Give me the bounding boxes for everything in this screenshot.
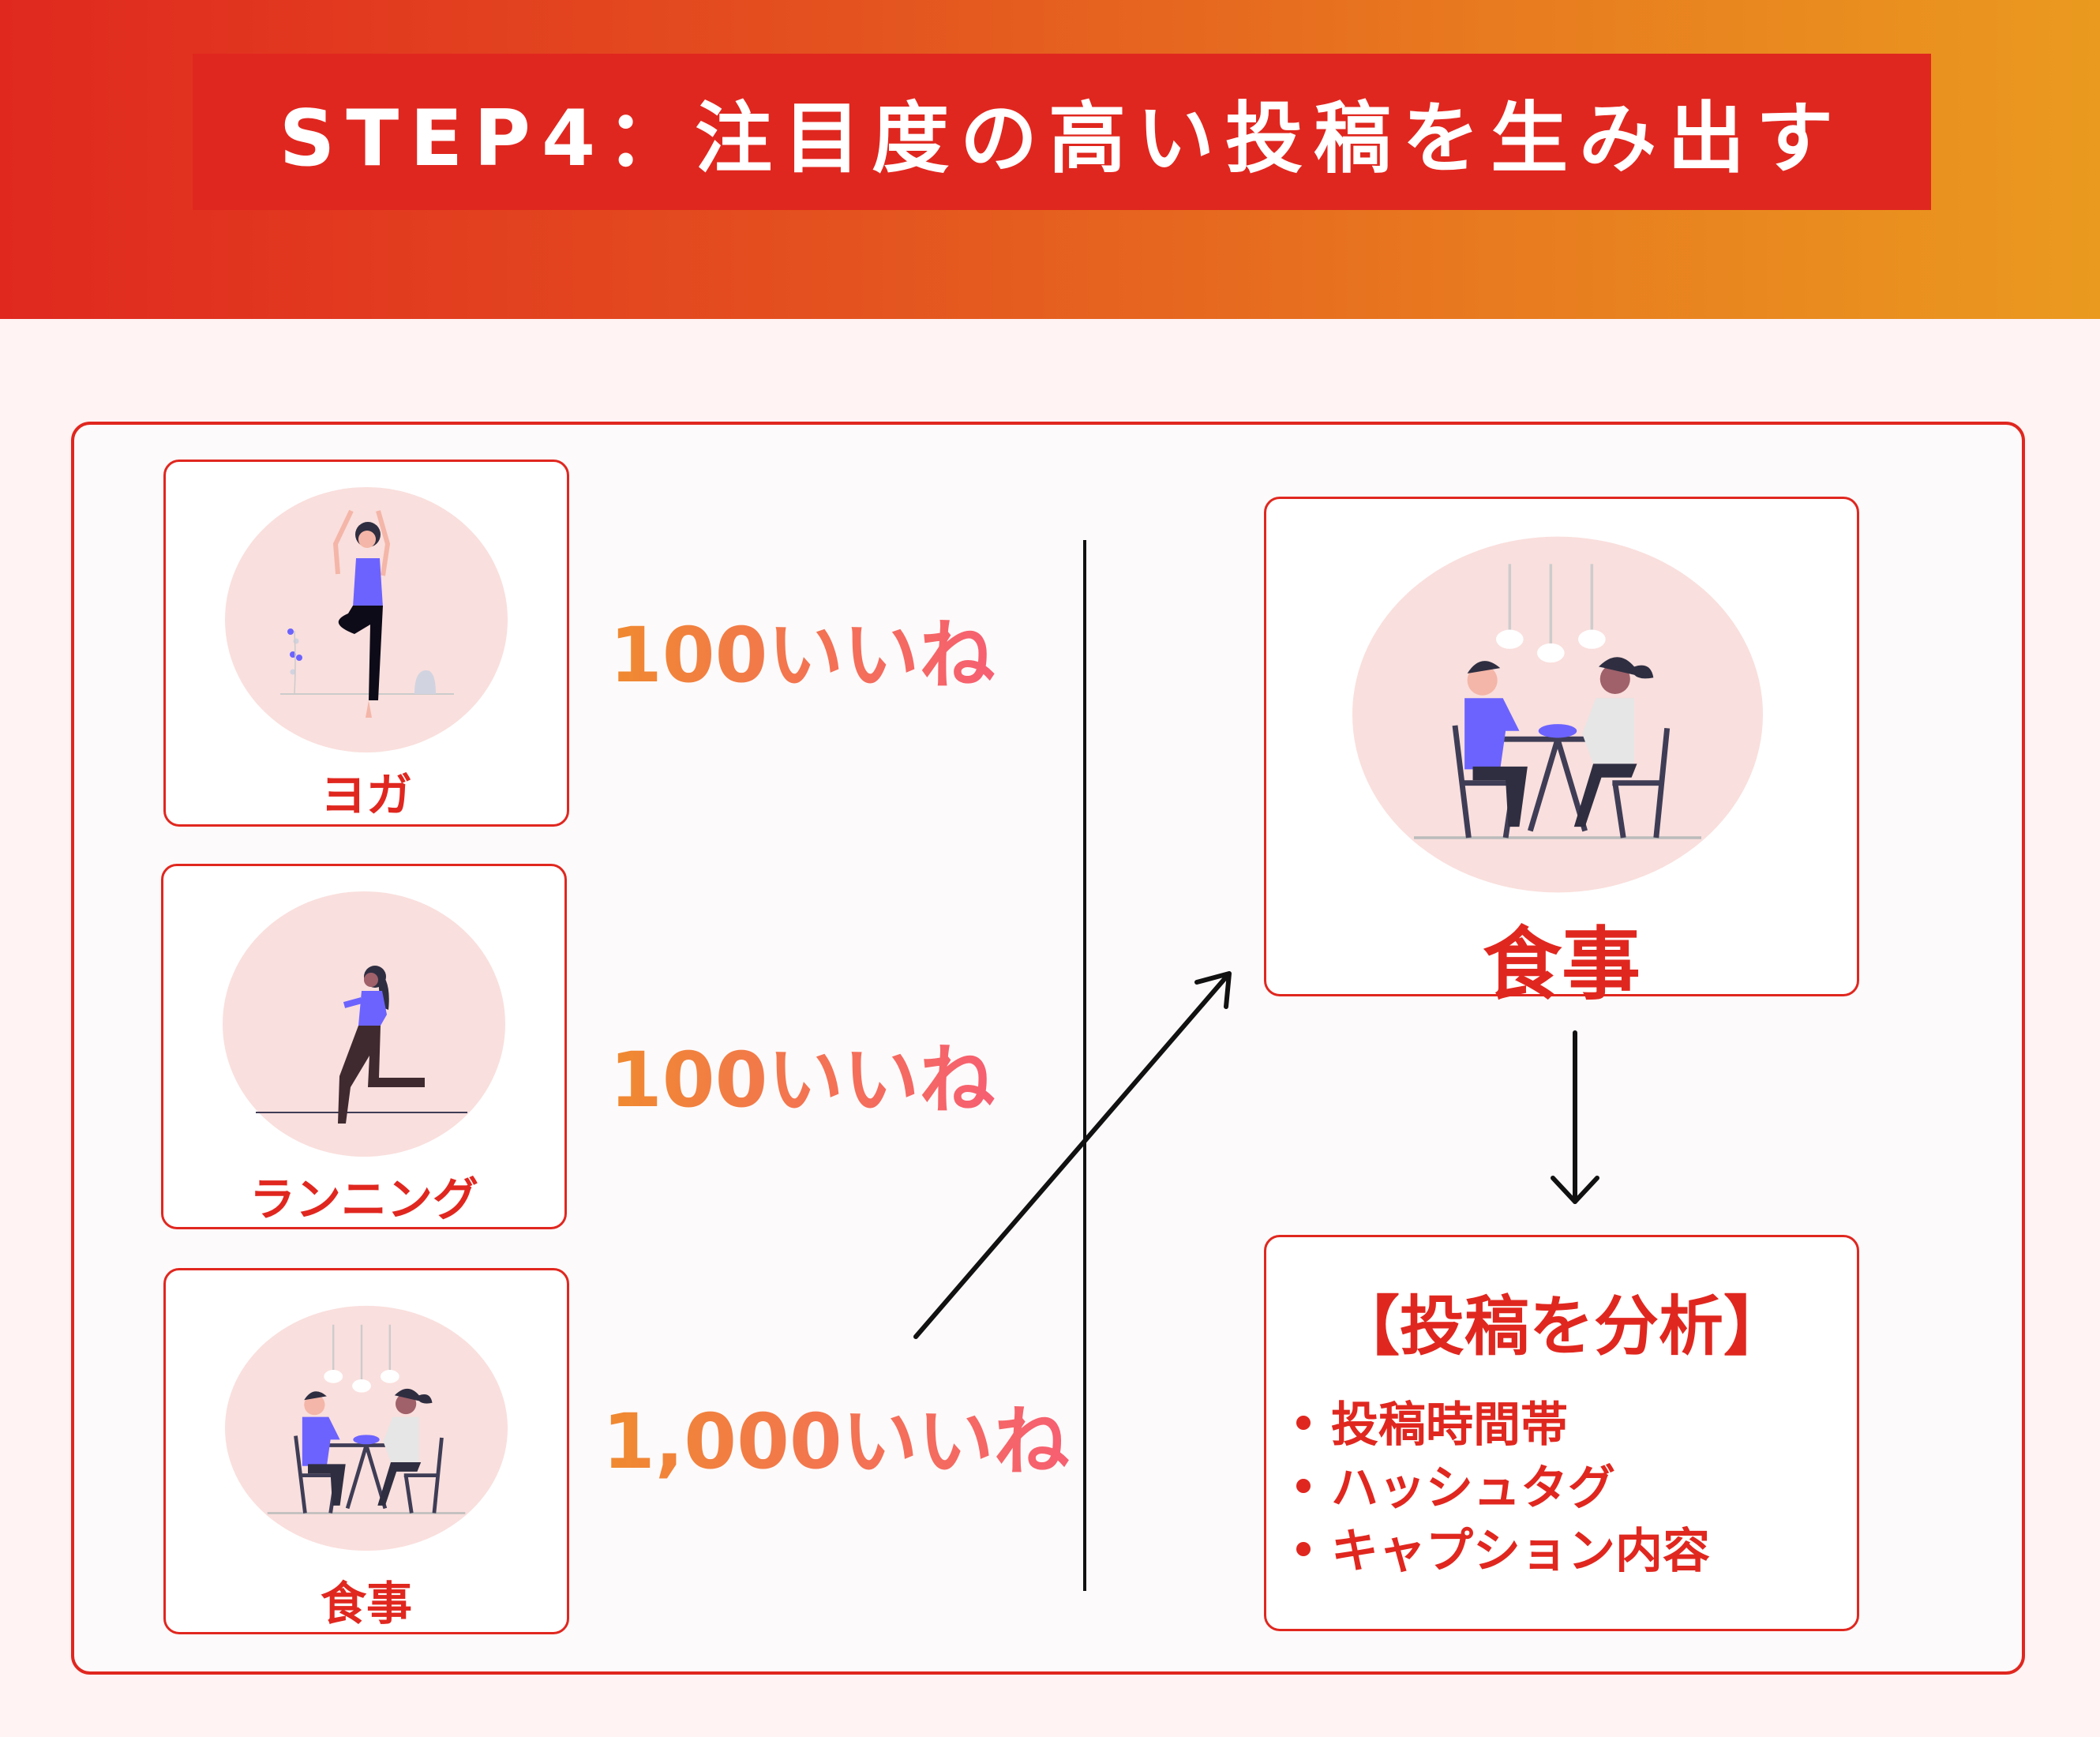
likes-count: 100いいね: [609, 1019, 995, 1128]
page-title: STEP4：注目度の高い投稿を生み出す: [279, 94, 1845, 184]
running-illustration: [223, 891, 505, 1157]
analysis-card: 【投稿を分析】 投稿時間帯 ハッシュタグ キャプション内容: [1264, 1235, 1859, 1631]
analysis-item-text: ハッシュタグ: [1331, 1461, 1615, 1516]
bullet-icon: [1296, 1416, 1311, 1431]
highlight-label: 食事: [1483, 918, 1641, 1011]
highlight-card-food: 食事: [1264, 497, 1859, 1011]
dining-illustration: [225, 1296, 508, 1561]
analysis-item: ハッシュタグ: [1296, 1457, 1710, 1520]
divider-line: [1083, 540, 1086, 1591]
post-label: 食事: [320, 1577, 412, 1630]
post-label: ランニング: [249, 1172, 478, 1226]
dining-illustration: [1352, 535, 1763, 894]
analysis-item: キャプション内容: [1296, 1520, 1710, 1583]
yoga-illustration: [225, 487, 508, 752]
title-box: STEP4：注目度の高い投稿を生み出す: [193, 54, 1931, 210]
analysis-list: 投稿時間帯 ハッシュタグ キャプション内容: [1296, 1394, 1710, 1583]
header-banner: STEP4：注目度の高い投稿を生み出す: [0, 0, 2100, 319]
bullet-icon: [1296, 1542, 1311, 1557]
analysis-item-text: キャプション内容: [1331, 1524, 1710, 1579]
likes-count: 1,000いいね: [602, 1380, 1070, 1490]
likes-count: 100いいね: [609, 594, 995, 703]
analysis-title: 【投稿を分析】: [1334, 1289, 1788, 1364]
post-card-food: 食事: [163, 1268, 569, 1634]
analysis-item-text: 投稿時間帯: [1331, 1397, 1568, 1453]
post-label: ヨガ: [320, 768, 412, 822]
post-card-yoga: ヨガ: [163, 460, 569, 827]
post-card-running: ランニング: [161, 864, 567, 1229]
analysis-item: 投稿時間帯: [1296, 1394, 1710, 1457]
bullet-icon: [1296, 1479, 1311, 1494]
